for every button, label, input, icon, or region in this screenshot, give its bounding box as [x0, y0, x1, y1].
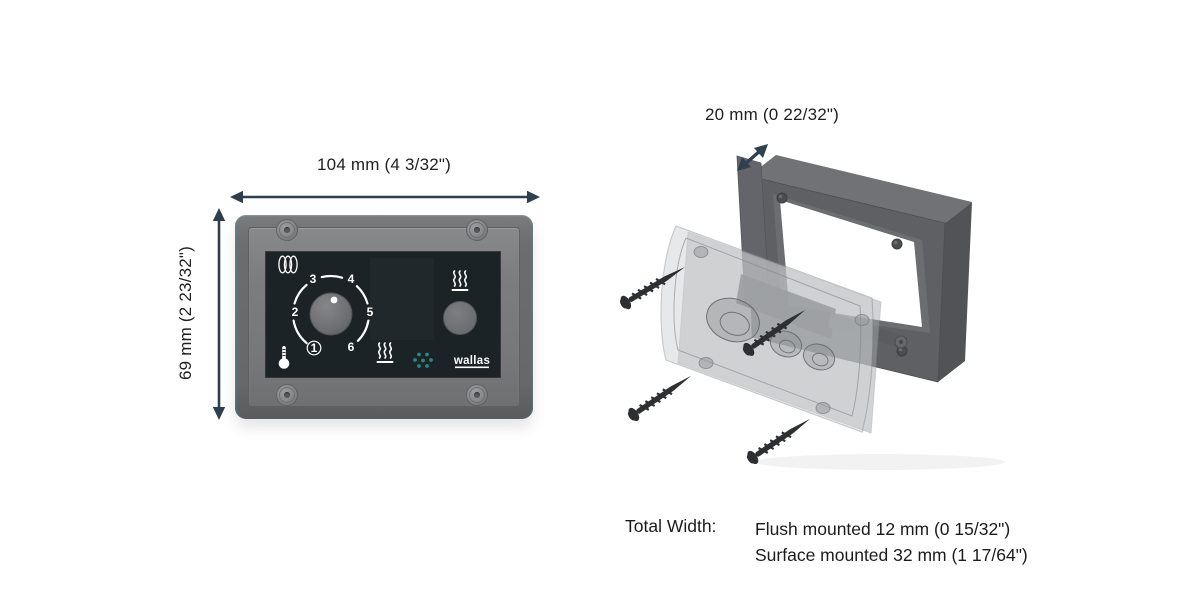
frame-screw-hole — [891, 238, 903, 250]
surface-mounted-value: Surface mounted 32 mm (1 17/64") — [755, 545, 1028, 565]
dial-number-1-circle — [306, 340, 322, 356]
dial-number-5: 5 — [367, 305, 374, 319]
depth-dimension-arrow — [737, 144, 768, 171]
wallas-logo: wallas — [453, 355, 490, 369]
total-width-label: Total Width: — [625, 516, 717, 536]
led-dot-grid — [413, 352, 433, 368]
power-knob[interactable] — [309, 292, 353, 336]
glow-coil-icon — [278, 255, 298, 274]
dial-number-4: 4 — [348, 272, 355, 286]
dial-number-1: 1 — [311, 341, 318, 355]
total-width-values: Flush mounted 12 mm (0 15/32") Surface m… — [755, 516, 1028, 568]
flush-mounted-value: Flush mounted 12 mm (0 15/32") — [755, 519, 1011, 539]
depth-dimension-label: 20 mm (0 22/32") — [705, 105, 839, 124]
heat-icon — [377, 343, 394, 363]
display-window — [370, 258, 434, 340]
dial-numbers: 3 4 2 5 1 6 — [292, 272, 374, 355]
faceplate-graphics: 3 4 2 5 1 6 — [278, 255, 490, 369]
dial-number-2: 2 — [292, 305, 299, 319]
heat-icon — [452, 271, 469, 291]
panel-faceplate: 3 4 2 5 1 6 — [266, 252, 500, 377]
dial-number-6: 6 — [348, 340, 355, 354]
frame-screw-hole — [776, 192, 788, 204]
svg-text:wallas: wallas — [453, 355, 490, 367]
corner-screw — [276, 219, 298, 241]
width-dimension-arrow — [230, 190, 540, 204]
mounting-screw — [624, 368, 697, 425]
corner-screw — [466, 384, 488, 406]
corner-screw — [276, 384, 298, 406]
height-dimension-arrow — [212, 208, 226, 420]
dial-scale-arc — [292, 274, 370, 345]
height-dimension-label: 69 mm (2 23/32") — [176, 246, 195, 380]
heater-push-button[interactable] — [443, 301, 477, 335]
dial-number-3: 3 — [310, 272, 317, 286]
thermometer-icon — [278, 346, 290, 369]
width-dimension-label: 104 mm (4 3/32") — [317, 155, 451, 174]
control-panel-front-view: 3 4 2 5 1 6 — [235, 215, 533, 419]
corner-screw — [466, 219, 488, 241]
ground-shadow — [755, 454, 1005, 470]
exploded-mounting-view — [616, 144, 1005, 470]
knob-indicator-dot — [330, 296, 338, 304]
